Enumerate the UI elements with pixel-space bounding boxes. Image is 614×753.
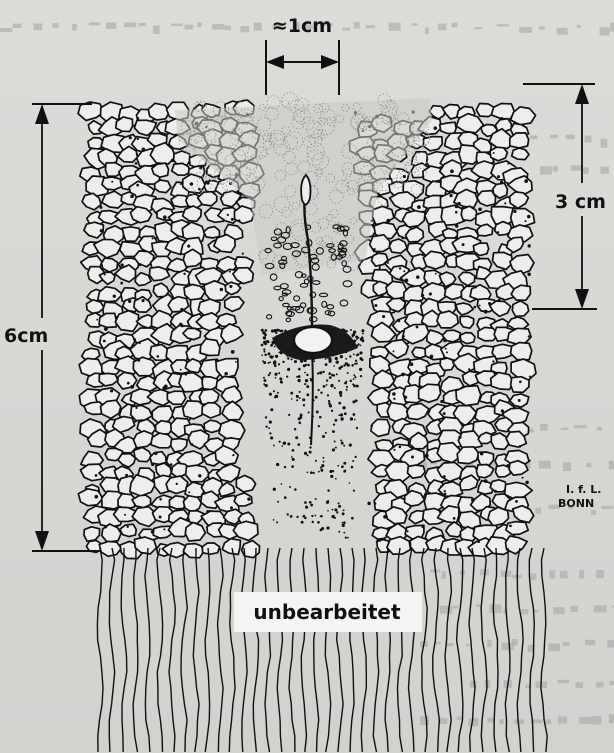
- credit-line-1: I. f. L.: [566, 483, 601, 496]
- root-line-icon: [311, 353, 313, 445]
- furrow-depth-label: 3 cm: [555, 191, 606, 213]
- untilled-zone-label: unbearbeitet: [253, 600, 401, 624]
- dimension-furrow-depth: 3 cm: [523, 84, 606, 309]
- credit-line-2: BONN: [558, 497, 594, 510]
- untilled-soil-lines: [97, 548, 547, 752]
- dimension-top-width: ≈1cm: [266, 15, 339, 95]
- total-depth-label: 6cm: [4, 325, 48, 347]
- top-width-label: ≈1cm: [272, 15, 332, 37]
